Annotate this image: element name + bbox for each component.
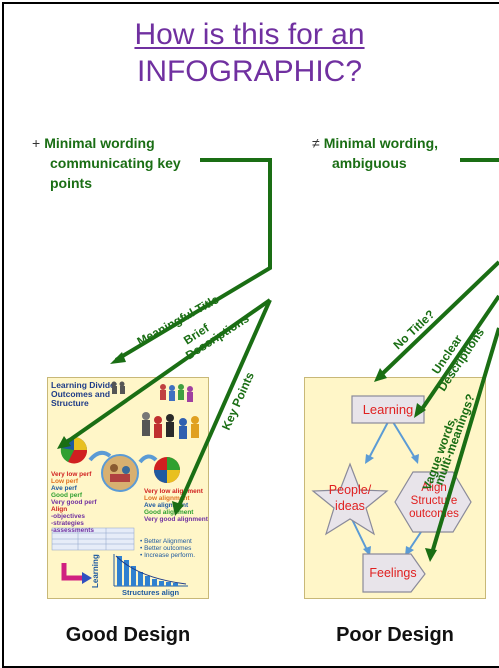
title-line-1: How is this for an [134, 18, 365, 51]
align-item-1: -objectives [51, 513, 85, 520]
mini-ylabel: Learning [91, 554, 100, 588]
align-heading: Align [51, 506, 68, 513]
bullet-2: • Better outcomes [140, 545, 192, 552]
perf-1: Very low perf [51, 471, 92, 478]
alignment-5: Very good alignment [144, 516, 208, 523]
right-note: ≠Minimal wording, ambiguous [312, 133, 438, 173]
perf-3: Ave perf [51, 485, 77, 492]
curved-arrow-2 [138, 454, 158, 464]
mini-bar-chart [113, 554, 188, 587]
good-design-panel: Learning Divide: Outcomes and Structure [47, 377, 209, 599]
good-design-caption: Good Design [65, 624, 191, 646]
mini-xlabel: Structures align [122, 588, 180, 597]
left-note-line-2: communicating key [50, 155, 181, 171]
feelings-label: Feelings [369, 566, 417, 580]
perf-2: Low perf [51, 478, 79, 485]
hex-label-3: outcomes [409, 508, 459, 520]
hex-label-2: Structure [410, 495, 458, 507]
bullet-3: • Increase perform. [140, 552, 196, 559]
title-line-2: INFOGRAPHIC? [136, 55, 363, 88]
learning-label: Learning [362, 402, 414, 417]
hex-label-1: Align [421, 482, 447, 494]
star-label-1: People/ [328, 483, 372, 497]
alignment-2: Low alignment [144, 495, 190, 502]
not-equal-symbol: ≠ [312, 135, 320, 151]
bullet-1: • Better Alignment [140, 538, 192, 545]
mini-table [51, 527, 135, 551]
perf-5: Very good perf [51, 499, 97, 506]
align-item-2: -strategies [51, 520, 84, 527]
center-photo [101, 454, 139, 492]
pie-chart-right [154, 457, 180, 483]
curved-arrow-1 [88, 450, 112, 462]
star-label-2: ideas [335, 499, 365, 513]
star-label: People/ ideas [320, 482, 380, 514]
right-note-line-1: Minimal wording, [323, 135, 439, 151]
people-icons [111, 381, 199, 439]
feelings-shape [362, 553, 426, 593]
alignment-1: Very low alignment [144, 488, 203, 495]
left-note-line-1: Minimal wording [44, 135, 155, 151]
alignment-list: Very low alignment Low alignment Ave ali… [144, 488, 208, 523]
perf-list: Very low perf Low perf Ave perf Good per… [51, 471, 97, 506]
plus-symbol: + [32, 135, 41, 151]
left-note-line-3: points [50, 175, 92, 191]
align-item-3: -assessments [51, 527, 94, 534]
align-list: Align -objectives -strategies -assessmen… [51, 506, 94, 534]
mini-bullets: • Better Alignment • Better outcomes • I… [140, 538, 195, 559]
alignment-4: Good alignment [144, 509, 194, 516]
l-arrow [61, 563, 84, 581]
pie-chart-left [60, 437, 88, 464]
star-shape [311, 462, 389, 536]
left-note: +Minimal wording communicating key point… [32, 133, 181, 193]
perf-4: Good perf [51, 492, 83, 499]
alignment-3: Ave alignment [144, 502, 189, 509]
hex-label: Align Structure outcomes [399, 482, 469, 521]
poor-design-caption: Poor Design [336, 624, 454, 646]
right-note-line-2: ambiguous [332, 155, 407, 171]
poor-design-panel: Learning People/ ideas Align Structure o… [304, 377, 486, 599]
